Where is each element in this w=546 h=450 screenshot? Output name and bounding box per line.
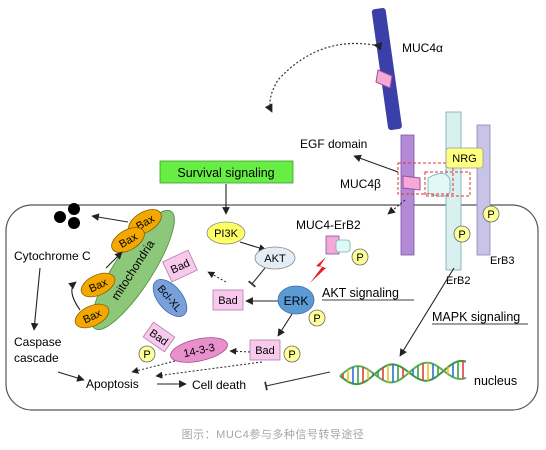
akt-inhibit-bad bbox=[248, 267, 266, 288]
erk-node bbox=[277, 285, 315, 315]
survival-signaling-label: Survival signaling bbox=[177, 166, 274, 180]
caspase-to-apoptosis-arrow bbox=[57, 371, 85, 382]
erk-to-bad-low-arrow bbox=[277, 313, 293, 337]
erb3-phospho-badge bbox=[482, 205, 500, 223]
muc4-beta-pink-domain bbox=[402, 175, 421, 191]
survival-signaling-box bbox=[159, 160, 294, 184]
bad-top-box bbox=[162, 249, 198, 283]
caspase-line1: Caspase bbox=[14, 335, 62, 349]
complex-p-label: P bbox=[356, 252, 363, 264]
bad-mid-dashed-arrow bbox=[207, 271, 227, 283]
p14-3-3-node bbox=[170, 337, 228, 363]
cytochrome-to-caspase-arrow bbox=[30, 267, 41, 331]
dna-helix bbox=[339, 359, 467, 386]
bax-to-cytochrome-arrow bbox=[91, 213, 129, 223]
egf-dashed-box bbox=[397, 162, 454, 195]
complex-lightning bbox=[310, 257, 326, 283]
pi3k-to-akt-arrow bbox=[239, 241, 267, 252]
cell-membrane bbox=[5, 204, 539, 411]
muc4-erb2-label: MUC4-ErB2 bbox=[296, 218, 361, 232]
erb3-p-label: P bbox=[487, 209, 494, 221]
bad-tilted-phospho-badge bbox=[138, 345, 156, 363]
figure-caption: 图示：MUC4参与多种信号转导途径 bbox=[181, 429, 365, 441]
nrg-box bbox=[445, 147, 484, 169]
pathway-diagram: NRG P P MUC4α EGF domain MUC4β ErB2 ErB3… bbox=[5, 8, 539, 411]
nucleus-inhibit-celldeath bbox=[264, 371, 331, 391]
pi3k-label: PI3K bbox=[214, 228, 239, 240]
bad-tilted-box bbox=[142, 321, 176, 353]
erb2-label: ErB2 bbox=[446, 275, 470, 287]
cell-death-label: Cell death bbox=[192, 378, 246, 392]
erk-label: ERK bbox=[284, 294, 309, 308]
erk-p-label: P bbox=[313, 313, 320, 325]
1433-inhibit-apoptosis bbox=[131, 360, 176, 374]
cytochrome-c-label: Cytochrome C bbox=[14, 249, 91, 263]
pi3k-node bbox=[206, 221, 246, 245]
mitochondria-organelle bbox=[91, 209, 175, 331]
erb2-nrg-pocket bbox=[427, 173, 451, 197]
egf-domain-arrow bbox=[353, 154, 399, 173]
bax-mid-arrow bbox=[105, 251, 123, 269]
apoptosis-label: Apoptosis bbox=[86, 377, 139, 391]
erb2-p-label: P bbox=[458, 229, 465, 241]
1433-dashed-2 bbox=[155, 361, 263, 379]
bad-mid-box bbox=[212, 289, 244, 311]
bad-low-to-1433-dashed bbox=[229, 347, 251, 355]
caspase-line2: cascade bbox=[14, 351, 59, 365]
muc4-beta-label: MUC4β bbox=[340, 177, 381, 191]
bad-tilted-p-label: P bbox=[143, 349, 150, 361]
erb3-label: ErB3 bbox=[490, 255, 514, 267]
akt-node bbox=[254, 246, 296, 270]
cytochrome-dot-1 bbox=[54, 211, 66, 223]
nucleus-label: nucleus bbox=[474, 374, 517, 388]
nrg-label: NRG bbox=[452, 153, 476, 165]
egf-dashed-box-2 bbox=[424, 171, 471, 197]
cytochrome-dot-3 bbox=[68, 203, 80, 215]
muc4-alpha-label: MUC4α bbox=[402, 41, 443, 55]
bad-low-phospho-badge bbox=[283, 345, 301, 363]
muc4-alpha-curve-arrow bbox=[264, 42, 383, 113]
akt-signaling-label: AKT signaling bbox=[322, 286, 399, 300]
bax-lower-to-upper-arrow bbox=[68, 281, 81, 311]
cytochrome-dot-2 bbox=[68, 217, 80, 229]
egf-domain-label: EGF domain bbox=[300, 137, 367, 151]
erb2-to-nucleus-arrow bbox=[399, 267, 455, 357]
erk-phospho-badge bbox=[308, 309, 326, 327]
bad-low-p-label: P bbox=[288, 349, 295, 361]
bad-low-label: Bad bbox=[255, 345, 275, 357]
erb3-bar bbox=[476, 124, 491, 256]
bad-low-box bbox=[249, 339, 281, 361]
caption-bar bbox=[0, 418, 546, 450]
muc4-alpha-rod bbox=[371, 8, 402, 131]
mapk-signaling-label: MAPK signaling bbox=[432, 310, 520, 324]
complex-phospho-badge bbox=[351, 248, 369, 266]
complex-erb2-part bbox=[335, 239, 351, 253]
muc4-beta-bar bbox=[400, 134, 415, 256]
bax-node-2 bbox=[111, 227, 145, 253]
bax-node-3 bbox=[80, 272, 116, 298]
bax-node-4 bbox=[74, 303, 110, 329]
bcl-xl-node bbox=[152, 279, 188, 317]
akt-label: AKT bbox=[264, 253, 286, 265]
bad-mid-label: Bad bbox=[218, 295, 238, 307]
erb2-phospho-badge bbox=[453, 225, 471, 243]
